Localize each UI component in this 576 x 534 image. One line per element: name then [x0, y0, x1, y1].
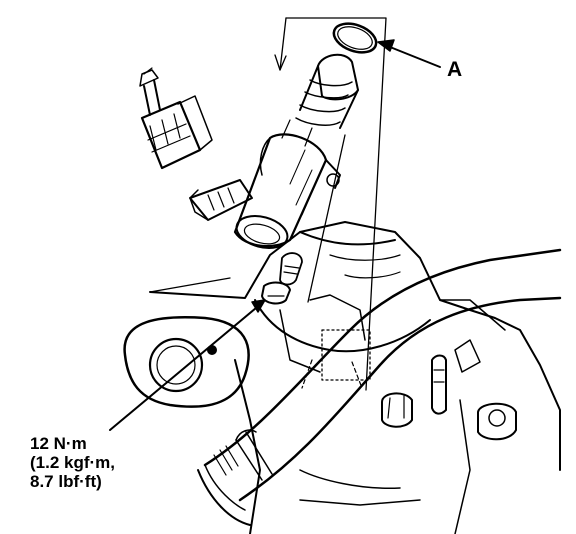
- o-ring: [332, 22, 378, 54]
- torque-line-2: (1.2 kgf·m,: [30, 453, 116, 472]
- callout-a-leader: [377, 39, 441, 68]
- solenoid-valve: [189, 53, 359, 249]
- engine-casting: [149, 221, 561, 534]
- flange-bolts: [381, 339, 517, 441]
- torque-line-1: 12 N·m: [30, 434, 87, 453]
- callout-a-label: A: [447, 58, 463, 81]
- torque-line-3: 8.7 lbf·ft): [30, 472, 102, 491]
- hose: [197, 248, 562, 526]
- mounting-bolt: [261, 252, 303, 305]
- guide-lines: [149, 17, 387, 391]
- torque-leader: [109, 299, 266, 431]
- wire-connector: [139, 67, 213, 170]
- hidden-lines: [301, 329, 371, 389]
- torque-spec: 12 N·m (1.2 kgf·m, 8.7 lbf·ft): [30, 434, 115, 491]
- mounting-boss: [123, 316, 250, 408]
